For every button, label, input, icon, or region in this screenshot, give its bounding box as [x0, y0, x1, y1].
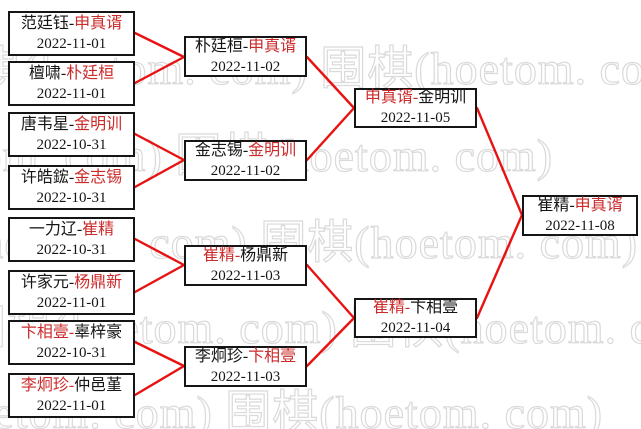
- match-date: 2022-11-08: [545, 217, 615, 234]
- match-box-qf-3: 崔精-杨鼎新 2022-11-03: [184, 245, 307, 286]
- match-players: 许家元-杨鼎新: [10, 273, 133, 293]
- match-box-r16-7: 卞相壹-辜梓豪 2022-10-31: [8, 320, 135, 365]
- player-name: 许皓鋐: [20, 168, 69, 186]
- match-date: 2022-11-01: [36, 294, 107, 311]
- player-name-winner: 崔精: [202, 246, 235, 264]
- player-name-winner: 金明训: [248, 141, 297, 159]
- dash: -: [242, 37, 249, 55]
- match-date: 2022-11-03: [210, 267, 281, 284]
- match-date: 2022-10-31: [36, 241, 107, 258]
- match-players: 檀啸-朴廷桓: [10, 64, 133, 84]
- match-box-qf-4: 李炯珍-卞相壹 2022-11-03: [184, 346, 307, 387]
- match-box-r16-4: 许皓鋐-金志锡 2022-10-31: [8, 165, 135, 210]
- match-date: 2022-10-31: [36, 189, 107, 206]
- player-name: 卞相壹: [410, 299, 459, 316]
- player-name: 辜梓豪: [74, 323, 123, 341]
- player-name-winner: 卞相壹: [248, 347, 297, 365]
- player-name-winner: 金志锡: [74, 168, 123, 186]
- player-name: 朴廷桓: [194, 37, 243, 55]
- dash: -: [68, 323, 75, 341]
- match-date: 2022-10-31: [36, 136, 107, 153]
- player-name-winner: 李炯珍: [20, 376, 69, 394]
- match-date: 2022-11-05: [380, 110, 451, 126]
- dash: -: [68, 376, 75, 394]
- match-players: 朴廷桓-申真谞: [186, 37, 305, 57]
- player-name: 崔精: [537, 196, 570, 214]
- dash: -: [404, 299, 411, 316]
- player-name: 范廷钰: [20, 14, 69, 32]
- player-name: 杨鼎新: [240, 246, 289, 264]
- match-players: 崔精-申真谞: [524, 196, 636, 216]
- match-players: 一力辽-崔精: [10, 220, 133, 240]
- match-box-r16-2: 檀啸-朴廷桓 2022-11-01: [8, 61, 135, 106]
- match-box-sf-2: 崔精-卞相壹 2022-11-04: [354, 298, 477, 338]
- player-name-winner: 申真谞: [574, 196, 623, 214]
- match-players: 李炯珍-仲邑堇: [10, 376, 133, 396]
- player-name-winner: 申真谞: [364, 89, 413, 106]
- match-box-r16-3: 唐韦星-金明训 2022-10-31: [8, 112, 135, 157]
- player-name: 李炯珍: [194, 347, 243, 365]
- player-name-winner: 杨鼎新: [74, 273, 123, 291]
- match-players: 范廷钰-申真谞: [10, 14, 133, 34]
- match-date: 2022-11-01: [36, 35, 107, 52]
- match-players: 李炯珍-卞相壹: [186, 347, 305, 367]
- player-name-winner: 金明训: [74, 115, 123, 133]
- match-date: 2022-11-04: [380, 320, 451, 336]
- match-date: 2022-11-02: [210, 162, 281, 179]
- match-players: 崔精-杨鼎新: [186, 246, 305, 266]
- match-date: 2022-10-31: [36, 344, 107, 361]
- player-name: 金明训: [418, 89, 467, 106]
- player-name-winner: 朴廷桓: [66, 64, 115, 82]
- match-date: 2022-11-03: [210, 368, 281, 385]
- player-name: 唐韦星: [20, 115, 69, 133]
- player-name-winner: 申真谞: [74, 14, 123, 32]
- match-box-r16-1: 范廷钰-申真谞 2022-11-01: [8, 11, 135, 56]
- match-box-sf-1: 申真谞-金明训 2022-11-05: [354, 88, 477, 128]
- player-name: 仲邑堇: [74, 376, 123, 394]
- player-name: 一力辽: [28, 220, 77, 238]
- dash: -: [242, 141, 249, 159]
- dash: -: [68, 273, 75, 291]
- match-players: 卞相壹-辜梓豪: [10, 323, 133, 343]
- match-date: 2022-11-01: [36, 397, 107, 414]
- dash: -: [68, 168, 75, 186]
- match-players: 许皓鋐-金志锡: [10, 168, 133, 188]
- dash: -: [68, 115, 75, 133]
- dash: -: [242, 347, 249, 365]
- dash: -: [412, 89, 419, 106]
- match-players: 唐韦星-金明训: [10, 115, 133, 135]
- match-box-final: 崔精-申真谞 2022-11-08: [522, 195, 638, 236]
- match-players: 金志锡-金明训: [186, 141, 305, 161]
- match-date: 2022-11-02: [210, 58, 281, 75]
- match-box-qf-2: 金志锡-金明训 2022-11-02: [184, 140, 307, 181]
- match-box-r16-5: 一力辽-崔精 2022-10-31: [8, 217, 135, 262]
- player-name: 金志锡: [194, 141, 243, 159]
- dash: -: [76, 220, 83, 238]
- match-box-r16-6: 许家元-杨鼎新 2022-11-01: [8, 270, 135, 315]
- match-box-r16-8: 李炯珍-仲邑堇 2022-11-01: [8, 373, 135, 418]
- player-name: 许家元: [20, 273, 69, 291]
- dash: -: [569, 196, 575, 214]
- player-name-winner: 申真谞: [248, 37, 297, 55]
- match-players: 申真谞-金明训: [356, 88, 475, 108]
- player-name: 檀啸: [28, 64, 61, 82]
- match-players: 崔精-卞相壹: [356, 298, 475, 318]
- match-date: 2022-11-01: [36, 85, 107, 102]
- dash: -: [234, 246, 241, 264]
- player-name-winner: 崔精: [372, 299, 405, 316]
- dash: -: [60, 64, 67, 82]
- player-name-winner: 崔精: [82, 220, 115, 238]
- dash: -: [68, 14, 75, 32]
- player-name-winner: 卞相壹: [20, 323, 69, 341]
- match-box-qf-1: 朴廷桓-申真谞 2022-11-02: [184, 36, 307, 77]
